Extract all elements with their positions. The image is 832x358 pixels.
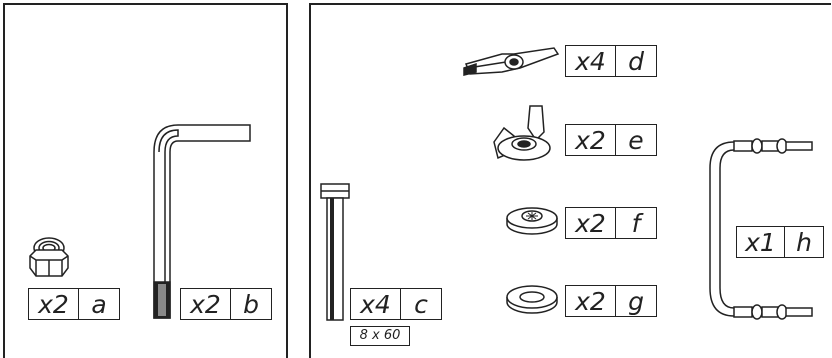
part-letter: b [243, 289, 259, 319]
part-label-g: x2 g [565, 285, 657, 317]
cam-lever-icon [463, 47, 560, 76]
part-letter: f [631, 208, 641, 238]
part-count: x2 [566, 125, 616, 155]
part-count: x2 [181, 289, 231, 319]
part-count: x2 [29, 289, 79, 319]
small-washer-icon [506, 207, 558, 235]
part-letter: c [414, 289, 428, 319]
part-count: x1 [737, 227, 785, 257]
part-label-h: x1 h [736, 226, 824, 258]
part-label-e: x2 e [565, 124, 657, 156]
washer-icon [506, 285, 558, 314]
bolt-size-label: 8 x 60 [350, 326, 410, 346]
part-letter: a [91, 289, 107, 319]
part-label-d: x4 d [565, 45, 657, 77]
part-label-a: x2 a [28, 288, 120, 320]
part-label-c: x4 c [350, 288, 442, 320]
part-letter: g [628, 286, 644, 316]
part-letter: e [628, 125, 644, 155]
part-letter: h [796, 227, 812, 257]
bolt-icon [320, 183, 350, 321]
part-count: x2 [566, 208, 616, 238]
part-count: x2 [566, 286, 616, 316]
part-count: x4 [566, 46, 616, 76]
part-count: x4 [351, 289, 401, 319]
lock-nut-icon [29, 237, 69, 277]
hex-key-icon [153, 124, 251, 319]
part-label-b: x2 b [180, 288, 272, 320]
wing-nut-icon [493, 105, 551, 161]
part-label-f: x2 f [565, 207, 657, 239]
u-bracket-icon [709, 138, 813, 320]
part-letter: d [628, 46, 644, 76]
